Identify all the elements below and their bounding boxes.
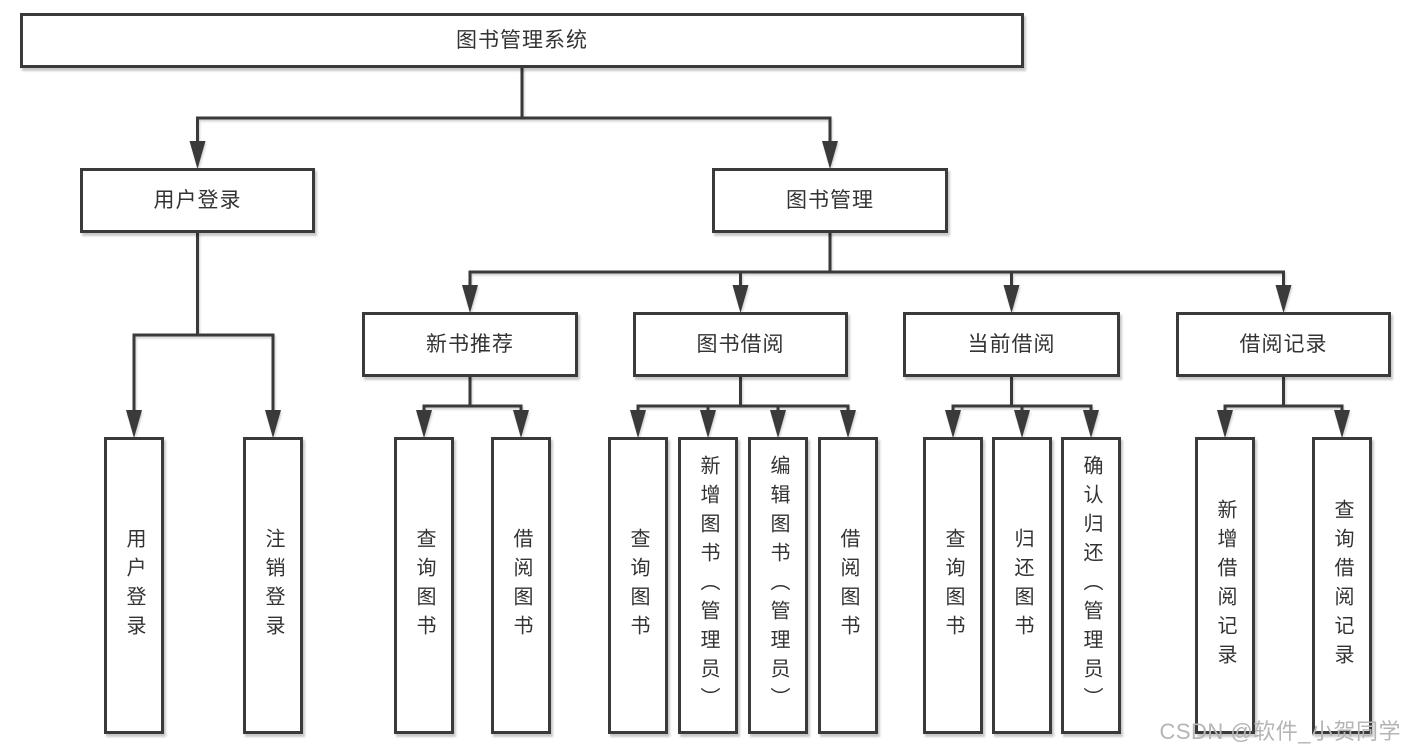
- node-borrow-records: 借阅记录: [1176, 312, 1391, 377]
- node-leaf-login: 用户登录: [104, 437, 164, 734]
- node-new-book-recommend: 新书推荐: [362, 312, 578, 377]
- node-label-leaf-current-confirm: 确认归还（管理员）: [1080, 455, 1102, 716]
- connector-book-management: [462, 231, 1292, 313]
- node-leaf-records-add: 新增借阅记录: [1195, 437, 1255, 734]
- node-label-leaf-login: 用户登录: [123, 527, 145, 644]
- node-label-borrow-records: 借阅记录: [1239, 333, 1328, 356]
- node-label-root: 图书管理系统: [456, 29, 588, 52]
- connector-current-borrow: [945, 375, 1099, 438]
- csdn-watermark: CSDN @软件_小贺同学: [1159, 719, 1401, 744]
- node-leaf-current-return: 归还图书: [992, 437, 1052, 734]
- node-leaf-records-query: 查询借阅记录: [1312, 437, 1372, 734]
- node-label-leaf-borrow-borrow: 借阅图书: [837, 527, 859, 644]
- node-label-book-borrow: 图书借阅: [696, 333, 785, 356]
- node-label-new-book-recommend: 新书推荐: [426, 333, 514, 356]
- connector-user-login: [126, 231, 281, 438]
- node-leaf-current-confirm: 确认归还（管理员）: [1061, 437, 1121, 734]
- node-book-borrow: 图书借阅: [633, 312, 848, 377]
- node-leaf-borrow-edit: 编辑图书（管理员）: [748, 437, 808, 734]
- node-leaf-recommend-query: 查询图书: [394, 437, 454, 734]
- connector-new-book-recommend: [416, 375, 529, 438]
- node-label-current-borrow: 当前借阅: [967, 333, 1056, 356]
- node-label-leaf-current-return: 归还图书: [1011, 527, 1033, 644]
- node-root: 图书管理系统: [20, 13, 1024, 68]
- node-label-leaf-borrow-edit: 编辑图书（管理员）: [767, 455, 789, 716]
- node-label-book-management: 图书管理: [786, 189, 874, 212]
- node-leaf-borrow-borrow: 借阅图书: [818, 437, 878, 734]
- node-leaf-current-query: 查询图书: [923, 437, 983, 734]
- node-book-management: 图书管理: [712, 168, 948, 233]
- connector-root: [189, 66, 838, 169]
- node-current-borrow: 当前借阅: [903, 312, 1120, 377]
- node-label-user-login: 用户登录: [153, 189, 242, 212]
- node-leaf-logout: 注销登录: [243, 437, 303, 734]
- node-leaf-recommend-borrow: 借阅图书: [491, 437, 551, 734]
- connector-borrow-records: [1217, 375, 1350, 438]
- node-label-leaf-records-add: 新增借阅记录: [1214, 498, 1236, 673]
- node-label-leaf-current-query: 查询图书: [942, 527, 964, 644]
- connector-book-borrow: [630, 375, 856, 438]
- node-leaf-borrow-add: 新增图书（管理员）: [678, 437, 738, 734]
- node-label-leaf-recommend-query: 查询图书: [413, 527, 435, 644]
- node-label-leaf-borrow-query: 查询图书: [627, 527, 649, 644]
- node-user-login: 用户登录: [80, 168, 315, 233]
- node-leaf-borrow-query: 查询图书: [608, 437, 668, 734]
- node-label-leaf-borrow-add: 新增图书（管理员）: [697, 455, 719, 716]
- node-label-leaf-records-query: 查询借阅记录: [1331, 498, 1353, 673]
- node-label-leaf-recommend-borrow: 借阅图书: [510, 527, 532, 644]
- node-label-leaf-logout: 注销登录: [262, 527, 284, 644]
